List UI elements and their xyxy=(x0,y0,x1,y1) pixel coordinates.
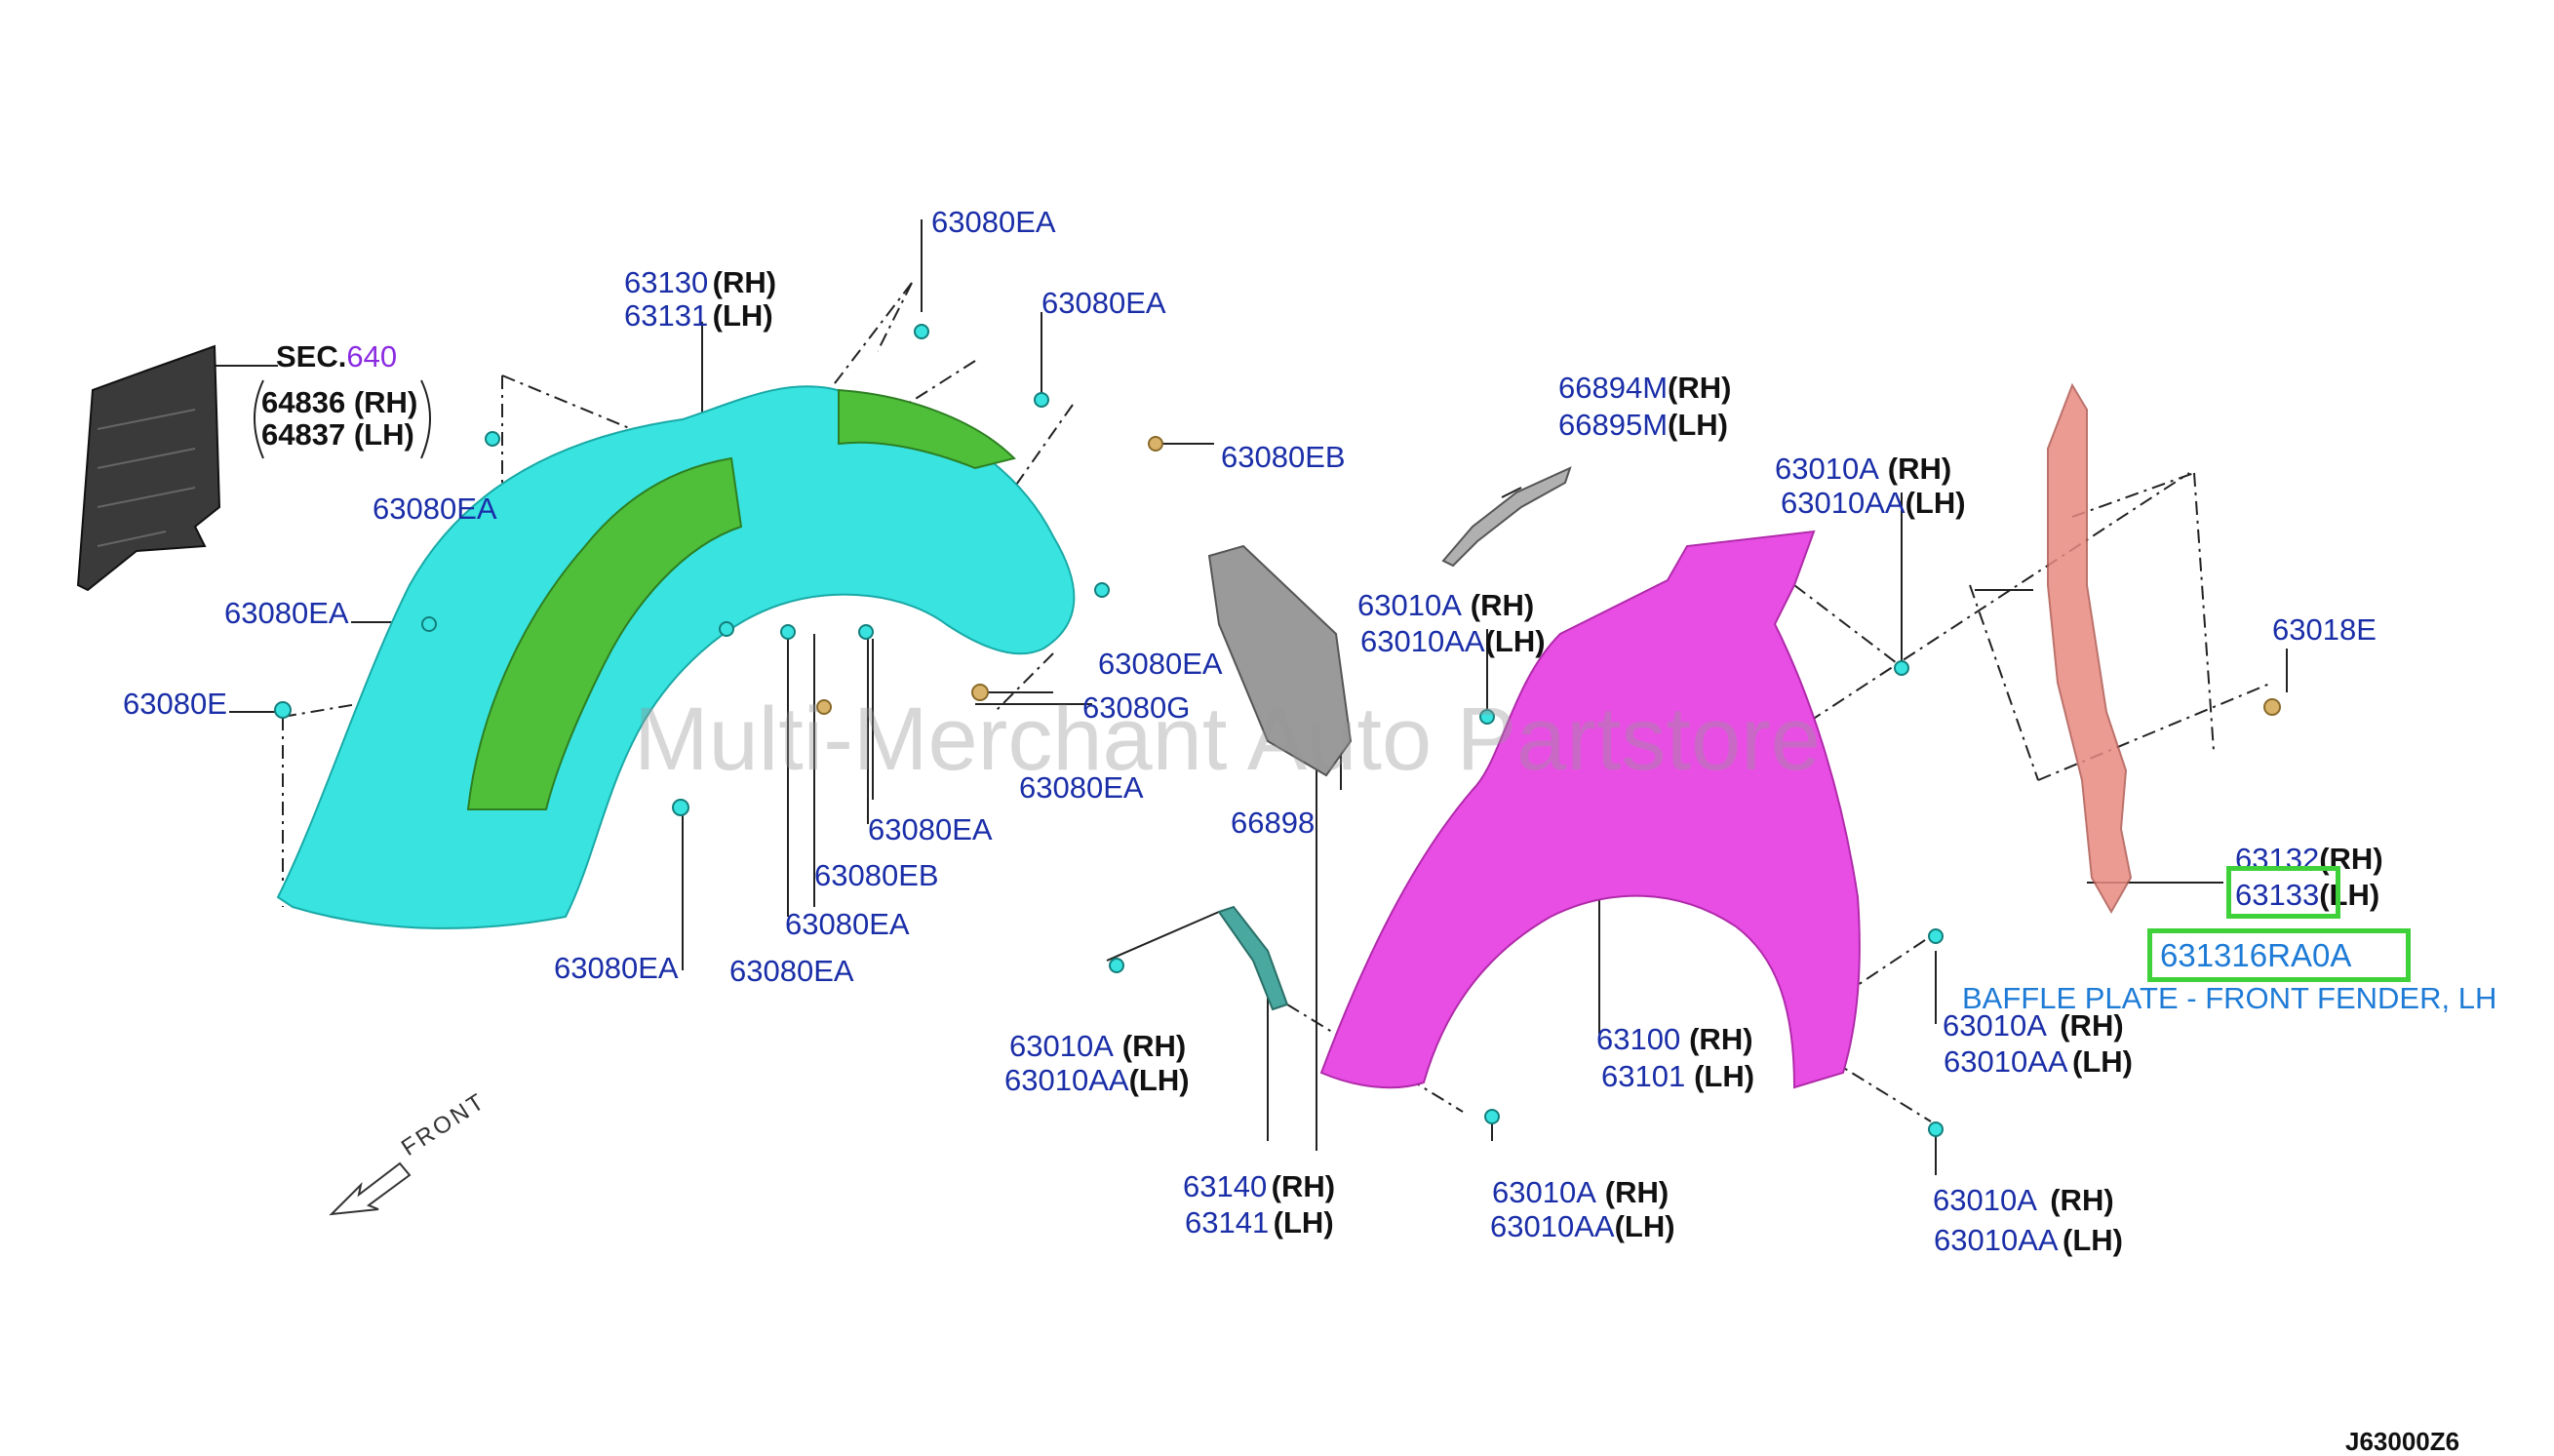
part-66898[interactable]: 66898 xyxy=(1231,806,1316,840)
liner-insulator-part xyxy=(466,456,743,810)
highlight-63133-box xyxy=(2226,866,2340,919)
part-63010aa-top[interactable]: 63010AA(LH) xyxy=(1781,486,1966,520)
part-63080eb-mid[interactable]: 63080EB xyxy=(814,858,939,892)
part-63010a-top[interactable]: 63010A (RH) xyxy=(1775,452,1952,486)
baffle-plate-part xyxy=(2047,382,2133,915)
part-63010aa-bottom[interactable]: 63010AA(LH) xyxy=(1490,1209,1675,1243)
callout-description: BAFFLE PLATE - FRONT FENDER, LH xyxy=(1962,981,2497,1015)
diagram-code: J63000Z6 xyxy=(2345,1427,2460,1456)
part-63010a-lower-left[interactable]: 63010A (RH) xyxy=(1009,1029,1187,1063)
part-64836[interactable]: 64836 (RH) xyxy=(261,385,418,419)
fender-bracket-part xyxy=(1217,905,1289,1011)
part-63080ea-mid4[interactable]: 63080EA xyxy=(785,907,910,941)
part-63010a-right-bot[interactable]: 63010A (RH) xyxy=(1933,1183,2114,1217)
fender-seal-part xyxy=(1441,466,1572,568)
callout-part-number[interactable]: 631316RA0A xyxy=(2160,937,2352,973)
part-63141[interactable]: 63141 (LH) xyxy=(1185,1205,1334,1240)
part-63130[interactable]: 63130 (RH) xyxy=(624,265,777,299)
front-fender-part xyxy=(1319,530,1861,1089)
sec-prefix: SEC. xyxy=(276,339,347,374)
part-63010aa-lower-left[interactable]: 63010AA(LH) xyxy=(1004,1063,1190,1097)
part-63010aa-right-bot[interactable]: 63010AA (LH) xyxy=(1934,1223,2123,1257)
part-66894m[interactable]: 66894M(RH) xyxy=(1558,371,1732,405)
part-63080e-left[interactable]: 63080E xyxy=(123,687,227,721)
air-guide-part xyxy=(1207,544,1353,777)
sec-label: SEC.640 xyxy=(276,341,397,372)
part-63080ea-mid1[interactable]: 63080EA xyxy=(1098,647,1223,681)
front-arrow-icon xyxy=(329,1161,412,1216)
clip-markers xyxy=(274,324,1944,1137)
part-63010aa-mid[interactable]: 63010AA(LH) xyxy=(1360,624,1546,658)
part-63080g-mid[interactable]: 63080G xyxy=(1082,690,1191,725)
part-63010a-bottom[interactable]: 63010A (RH) xyxy=(1492,1175,1670,1209)
part-64837[interactable]: 64837 (LH) xyxy=(261,417,414,452)
part-63080ea-top2[interactable]: 63080EA xyxy=(1041,286,1166,320)
part-63080ea-mid3[interactable]: 63080EA xyxy=(868,812,993,846)
part-63010a-right-mid[interactable]: 63010A (RH) xyxy=(1943,1008,2124,1043)
part-63101[interactable]: 63101 (LH) xyxy=(1601,1059,1755,1093)
part-63010a-mid[interactable]: 63010A (RH) xyxy=(1357,588,1535,622)
part-63131[interactable]: 63131 (LH) xyxy=(624,298,773,333)
part-63018e[interactable]: 63018E xyxy=(2272,612,2377,647)
part-63133[interactable]: 63133(LH) xyxy=(2235,878,2380,912)
part-63080eb-right[interactable]: 63080EB xyxy=(1221,440,1346,474)
part-63100[interactable]: 63100 (RH) xyxy=(1596,1022,1753,1056)
under-cover-part xyxy=(76,344,221,592)
liner-insulator-upper-part xyxy=(838,388,1016,470)
part-63010aa-right-mid[interactable]: 63010AA (LH) xyxy=(1944,1044,2133,1079)
part-63080ea-top1[interactable]: 63080EA xyxy=(931,205,1056,239)
part-63080ea-left1[interactable]: 63080EA xyxy=(373,492,497,526)
fender-liner-part xyxy=(276,385,1076,929)
part-63140[interactable]: 63140 (RH) xyxy=(1183,1169,1336,1203)
part-63080ea-bot1[interactable]: 63080EA xyxy=(554,951,679,985)
part-63080ea-left2[interactable]: 63080EA xyxy=(224,596,349,630)
part-63080ea-bot2[interactable]: 63080EA xyxy=(729,954,854,988)
part-63080ea-mid2[interactable]: 63080EA xyxy=(1019,770,1144,805)
part-66895m[interactable]: 66895M(LH) xyxy=(1558,408,1729,442)
sec-number[interactable]: 640 xyxy=(346,339,398,374)
highlight-part-number-box xyxy=(2147,928,2411,982)
watermark: Multi-Merchant Auto Partstore xyxy=(634,689,1821,789)
